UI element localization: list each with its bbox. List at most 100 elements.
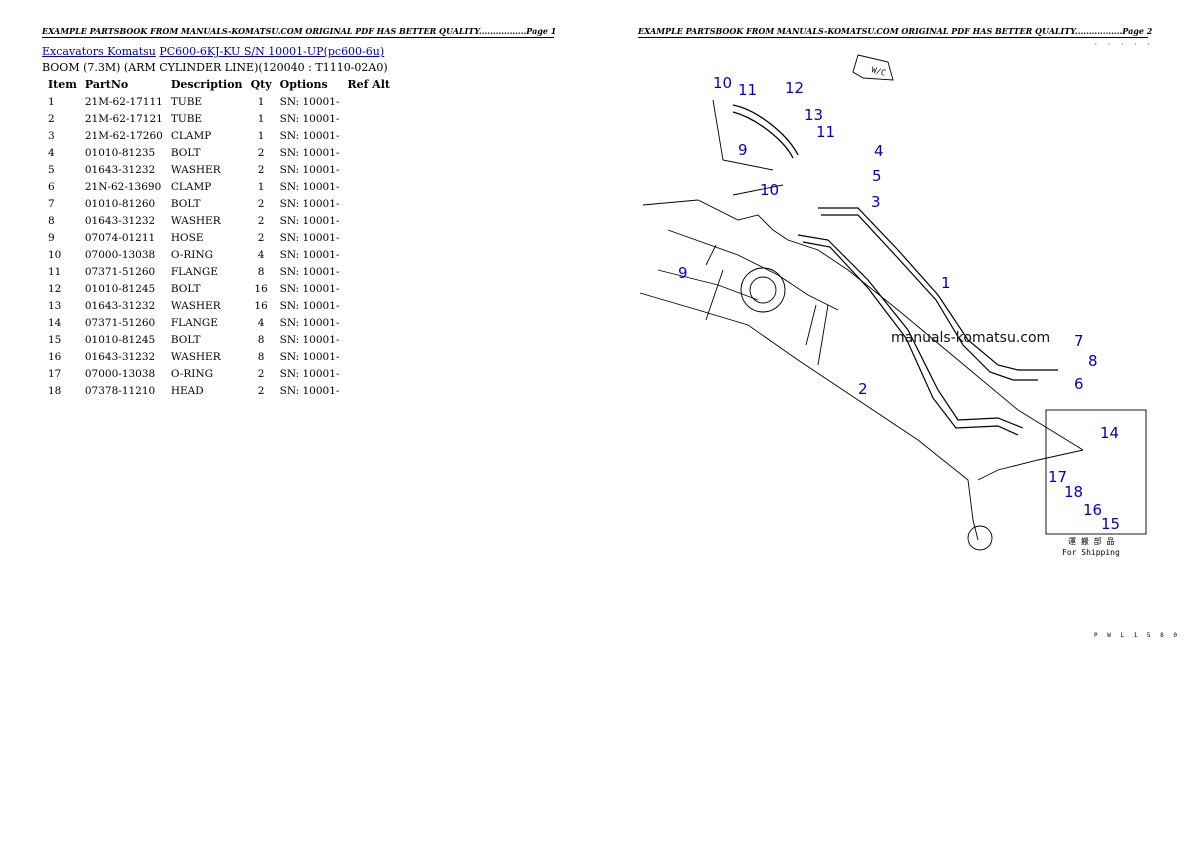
cell-item: 1 (48, 95, 55, 108)
cell-partno: 01643-31232 (84, 214, 156, 227)
cell-options: SN: 10001- (279, 333, 340, 346)
callout-6: 6 (1074, 375, 1084, 393)
callout-11-mid: 11 (816, 123, 835, 141)
cell-description: CLAMP (170, 129, 212, 142)
cell-options: SN: 10001- (279, 299, 340, 312)
top-code: · · · · · (1094, 41, 1154, 48)
callout-7: 7 (1074, 332, 1084, 350)
cell-refalt (343, 161, 394, 178)
cell-refalt (343, 280, 394, 297)
cell-options: SN: 10001- (279, 231, 340, 244)
page1-header: EXAMPLE PARTSBOOK FROM MANUALS-KOMATSU.C… (42, 26, 557, 38)
col-item: Item (48, 78, 77, 91)
page2-header: EXAMPLE PARTSBOOK FROM MANUALS-KOMATSU.C… (638, 26, 1153, 38)
col-options: Options (279, 78, 328, 91)
cell-description: FLANGE (170, 265, 218, 278)
cell-options: SN: 10001- (279, 95, 340, 108)
callout-4: 4 (874, 142, 884, 160)
cell-refalt (343, 127, 394, 144)
callout-9-low: 9 (678, 264, 688, 282)
cell-item: 2 (48, 112, 55, 125)
cell-description: TUBE (170, 112, 203, 125)
callout-5: 5 (872, 167, 882, 185)
callout-11-top: 11 (738, 81, 757, 99)
cell-description: O-RING (170, 367, 214, 380)
cell-refalt (343, 365, 394, 382)
cell-partno: 01010-81260 (84, 197, 156, 210)
cell-item: 10 (48, 248, 62, 261)
cell-qty: 1 (257, 95, 265, 108)
cell-refalt (343, 263, 394, 280)
parts-table: Item PartNo Description Qty Options Ref … (42, 76, 394, 399)
cell-item: 7 (48, 197, 55, 210)
cell-description: TUBE (170, 95, 203, 108)
cell-partno: 01010-81245 (84, 282, 156, 295)
cell-options: SN: 10001- (279, 163, 340, 176)
cell-refalt (343, 348, 394, 365)
cell-qty: 2 (257, 146, 265, 159)
cell-refalt (343, 178, 394, 195)
cell-qty: 2 (257, 163, 265, 176)
cell-item: 6 (48, 180, 55, 193)
cell-item: 11 (48, 265, 62, 278)
cell-refalt (343, 382, 394, 399)
cell-refalt (343, 212, 394, 229)
cell-partno: 07378-11210 (84, 384, 156, 397)
cell-qty: 8 (257, 333, 265, 346)
cell-description: BOLT (170, 333, 201, 346)
col-partno: PartNo (84, 78, 129, 91)
cell-options: SN: 10001- (279, 265, 340, 278)
table-row: 11 07371-51260 FLANGE 8 SN: 10001- (42, 263, 394, 280)
cell-description: BOLT (170, 146, 201, 159)
col-qty: Qty (250, 78, 272, 91)
callout-2: 2 (858, 380, 868, 398)
callout-3: 3 (871, 193, 881, 211)
cell-refalt (343, 246, 394, 263)
shipping-label-jp: 運 搬 部 品 (1068, 536, 1114, 546)
link-excavators-komatsu[interactable]: Excavators Komatsu (42, 45, 156, 58)
cell-refalt (343, 229, 394, 246)
cell-qty: 2 (257, 197, 265, 210)
cell-qty: 1 (257, 129, 265, 142)
cell-options: SN: 10001- (279, 180, 340, 193)
callout-14: 14 (1100, 424, 1119, 442)
cell-qty: 4 (257, 316, 265, 329)
cell-description: WASHER (170, 214, 221, 227)
page-title: BOOM (7.3M) (ARM CYLINDER LINE)(120040 :… (42, 61, 388, 74)
cell-partno: 07000-13038 (84, 367, 156, 380)
cell-description: FLANGE (170, 316, 218, 329)
cell-options: SN: 10001- (279, 112, 340, 125)
callout-8: 8 (1088, 352, 1098, 370)
cell-item: 8 (48, 214, 55, 227)
cell-description: CLAMP (170, 180, 212, 193)
cell-partno: 07371-51260 (84, 265, 156, 278)
col-description: Description (170, 78, 243, 91)
cell-partno: 01010-81245 (84, 333, 156, 346)
cell-options: SN: 10001- (279, 248, 340, 261)
parts-diagram: 10 11 12 13 11 9 4 5 3 10 9 1 manuals-ko… (639, 54, 1147, 557)
cell-options: SN: 10001- (279, 282, 340, 295)
cell-refalt (343, 314, 394, 331)
cell-qty: 8 (257, 265, 265, 278)
cell-item: 13 (48, 299, 62, 312)
cell-qty: 16 (254, 299, 268, 312)
cell-item: 14 (48, 316, 62, 329)
cell-partno: 01010-81235 (84, 146, 156, 159)
link-model[interactable]: PC600-6KJ-KU S/N 10001-UP(pc600-6u) (159, 45, 385, 58)
cell-partno: 07074-01211 (84, 231, 156, 244)
cell-item: 9 (48, 231, 55, 244)
cell-item: 16 (48, 350, 62, 363)
cell-qty: 1 (257, 112, 265, 125)
cell-qty: 1 (257, 180, 265, 193)
cell-description: O-RING (170, 248, 214, 261)
